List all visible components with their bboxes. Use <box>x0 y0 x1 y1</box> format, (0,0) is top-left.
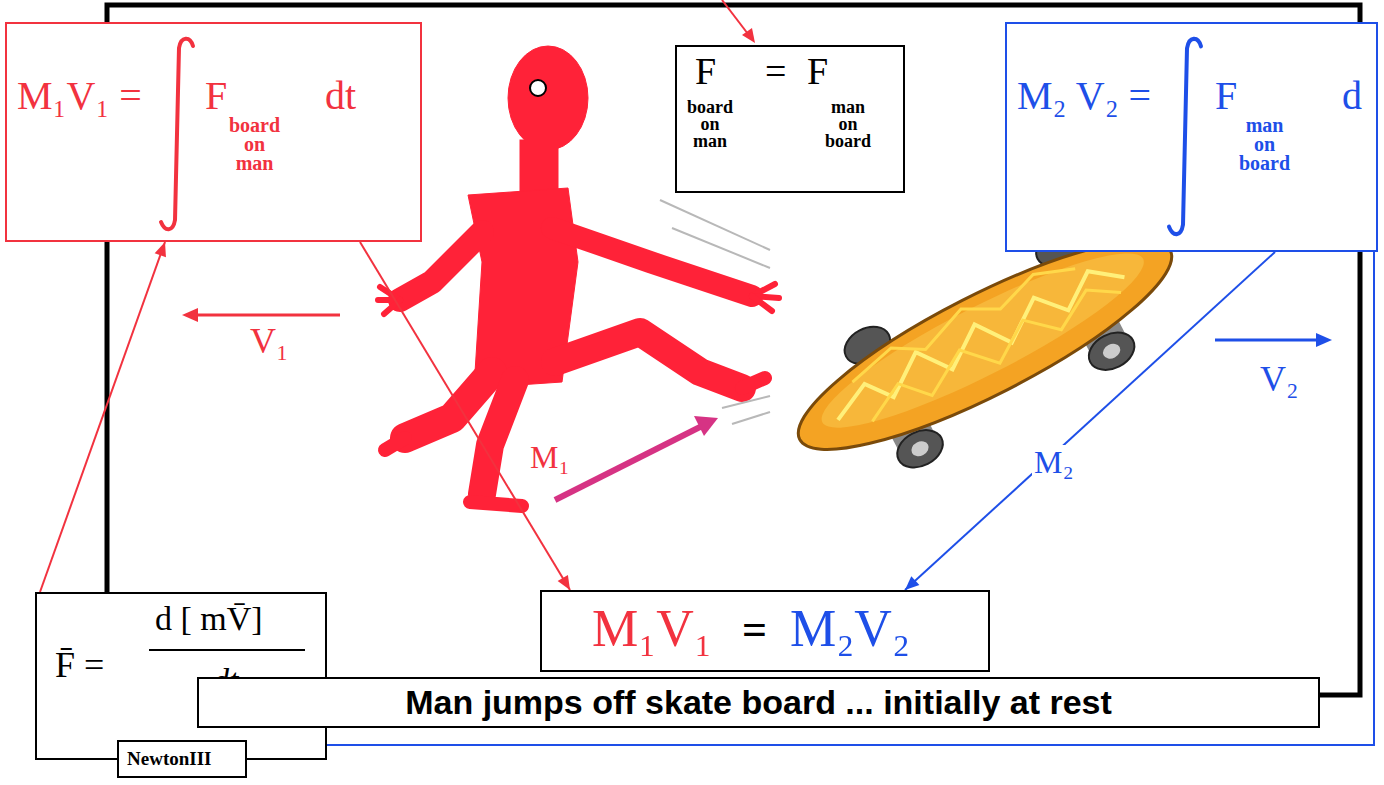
man-eye <box>530 80 546 96</box>
integral-sign <box>157 34 197 234</box>
arrow-head <box>558 575 570 590</box>
newton-third-law-box: Fboard on man = Fman on board <box>675 45 905 193</box>
man-foot <box>742 378 765 388</box>
connector <box>40 242 166 592</box>
equation-text: d [ mV̄] <box>155 600 263 637</box>
subscript-text: board on man <box>687 99 733 150</box>
speed-line <box>722 396 770 408</box>
connector-line <box>360 242 570 590</box>
leader-line <box>722 0 748 34</box>
speed-lines <box>660 200 770 424</box>
equation-text: = <box>765 51 786 93</box>
connector <box>905 252 1275 590</box>
newton-law-formula-box: F̄ =d [ mV̄]dtNewtonIII <box>35 592 327 760</box>
equation-text: F <box>1215 74 1237 118</box>
leader-arrow-head <box>742 28 755 43</box>
integral-stroke <box>1169 39 1201 234</box>
speed-line <box>660 200 770 250</box>
equation-text: F <box>205 74 227 118</box>
mass-label: M₂ <box>1032 445 1076 480</box>
deck-top <box>807 229 1159 453</box>
man-foot <box>385 438 405 450</box>
velocity-label: V₂ <box>1258 360 1301 400</box>
wheel-hub <box>909 438 931 459</box>
man-leg <box>482 380 515 494</box>
man-leg <box>555 332 742 388</box>
integral-stroke <box>161 39 193 230</box>
subscript-text: man on board <box>1239 116 1290 173</box>
velocity-arrow-head <box>182 308 198 322</box>
man-finger <box>384 300 400 314</box>
fraction-line <box>149 649 305 651</box>
connector-line <box>327 252 1374 745</box>
man-finger <box>752 296 772 311</box>
velocity-arrow-head <box>1316 333 1332 347</box>
connector <box>360 242 570 590</box>
fraction-bar <box>149 648 305 652</box>
equation-text: M₂V₂ <box>790 600 910 657</box>
equation-text: F̄ = <box>55 646 104 686</box>
man-arm <box>552 228 752 296</box>
equation-text: dt <box>325 74 356 118</box>
equation-text: M₁V₁ = <box>17 74 142 118</box>
push-arrow-head <box>694 416 718 436</box>
connector-line <box>905 252 1275 590</box>
deck-pattern <box>845 254 1077 385</box>
speed-line <box>672 228 770 268</box>
caption-banner: Man jumps off skate board ... initially … <box>197 677 1320 728</box>
push-arrow-shaft <box>555 426 702 500</box>
man-figure <box>378 46 779 506</box>
velocity-label: V₁ <box>248 322 291 362</box>
subscript-text: board on man <box>229 116 280 173</box>
connector-line <box>40 242 165 592</box>
connector <box>327 252 1374 745</box>
man-arm <box>400 232 482 300</box>
momentum-integral-box: M₁V₁ = Fboard on man dt <box>5 22 422 242</box>
momentum-integral-box: M₂ V₂ = Fman on board d <box>1005 22 1378 252</box>
deck-pattern <box>827 252 1128 428</box>
equation-text: F <box>807 51 828 93</box>
man-foot <box>470 502 522 506</box>
velocity-arrow-shaft <box>1215 339 1318 342</box>
arrow-head <box>905 576 919 590</box>
result-equation-box: M₁V₁ = M₂V₂ <box>540 590 990 672</box>
speed-line <box>732 412 770 424</box>
equation-text: = <box>742 606 767 654</box>
subscript-text: man on board <box>825 99 871 150</box>
man-leg <box>405 372 492 438</box>
equation-text: F <box>695 51 716 93</box>
arrow-head <box>155 242 166 257</box>
velocity-arrow-shaft <box>196 314 340 317</box>
equation-text: NewtonIII <box>127 749 211 770</box>
wheel-hub <box>1100 341 1122 362</box>
equation-text: M₂ V₂ = <box>1017 74 1151 118</box>
integral-sign <box>1165 34 1205 239</box>
equation-text: Man jumps off skate board ... initially … <box>405 684 1112 721</box>
equation-text: d <box>1342 74 1362 118</box>
law-name-box: NewtonIII <box>117 740 247 778</box>
mass-label: M₁ <box>528 440 572 475</box>
equation-text: M₁V₁ <box>592 600 712 657</box>
man-head <box>508 46 588 150</box>
